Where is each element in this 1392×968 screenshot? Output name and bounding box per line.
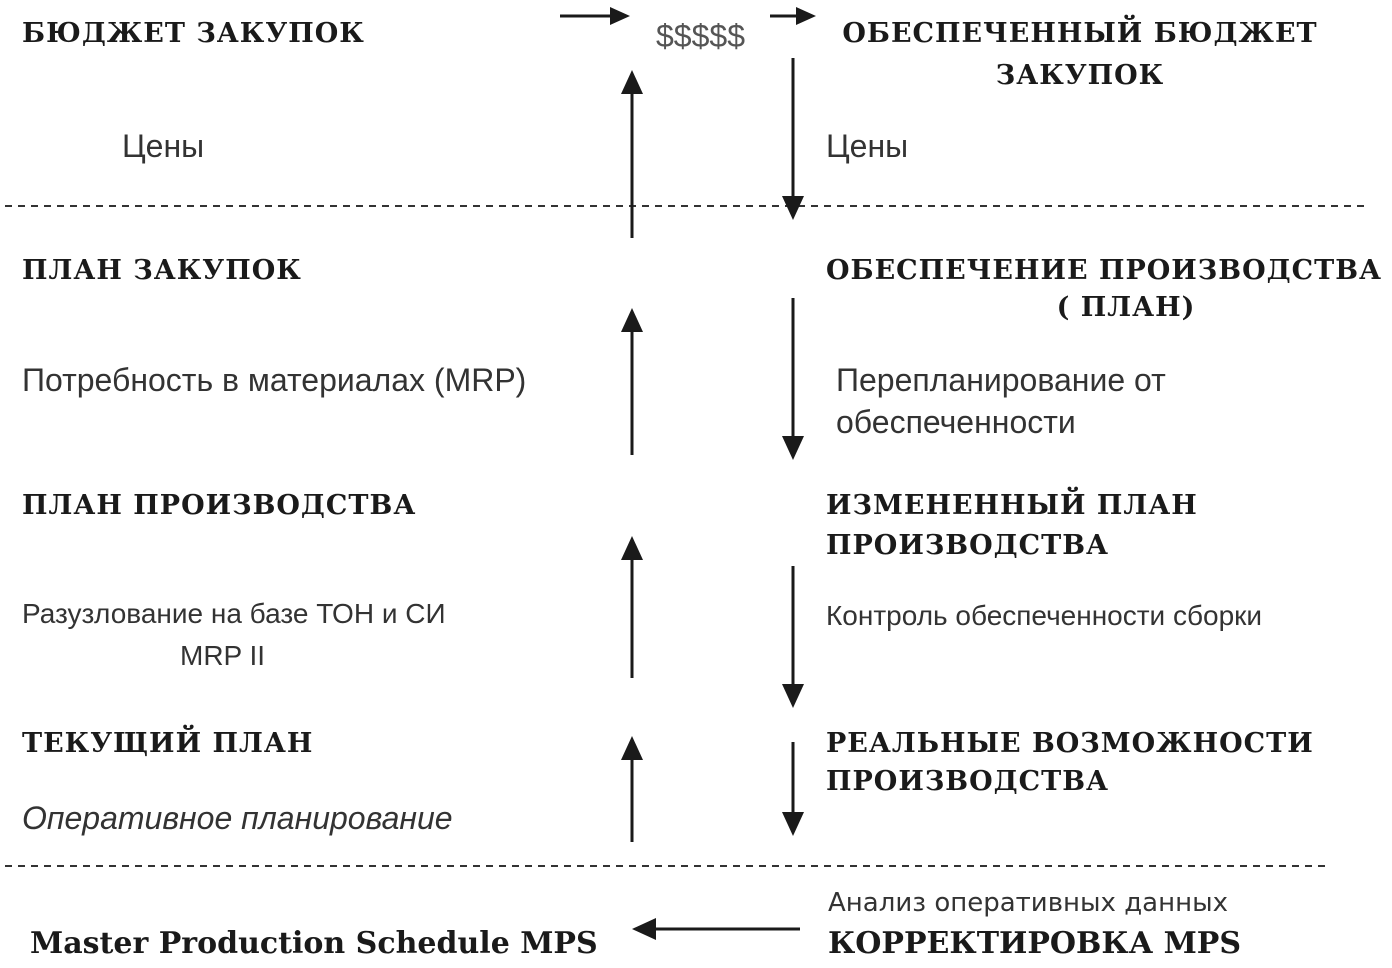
arrow-up-1 [621, 70, 643, 238]
modified-plan-title-line2: ПРОИЗВОДСТВА [826, 530, 1110, 561]
arrow-down-4 [782, 742, 804, 836]
modified-plan-title-line1: ИЗМЕНЕННЫЙ ПЛАН [826, 490, 1198, 521]
arrow-down-3 [782, 566, 804, 708]
prices-label-right: Цены [826, 128, 909, 164]
explosion-label-line2: MRP II [180, 640, 266, 671]
money-symbol: $$$$$ [656, 18, 745, 54]
production-supply-title-line1: ОБЕСПЕЧЕНИЕ ПРОИЗВОДСТВА [826, 255, 1383, 286]
mrp-requirements-label: Потребность в материалах (MRP) [22, 362, 527, 398]
purchase-budget-title: БЮДЖЕТ ЗАКУПОК [22, 18, 365, 49]
arrow-up-3 [621, 536, 643, 678]
current-plan-title: ТЕКУЩИЙ ПЛАН [22, 728, 314, 759]
production-supply-title-line2: ( ПЛАН) [1056, 292, 1196, 323]
arrow-up-4 [621, 736, 643, 842]
secured-budget-title-line1: ОБЕСПЕЧЕННЫЙ БЮДЖЕТ [842, 18, 1318, 49]
purchase-plan-title: ПЛАН ЗАКУПОК [22, 255, 302, 286]
real-capabilities-title-line1: РЕАЛЬНЫЕ ВОЗМОЖНОСТИ [826, 728, 1314, 759]
arrow-left-bottom [632, 918, 800, 940]
assembly-control-label: Контроль обеспеченности сборки [826, 600, 1263, 631]
explosion-label-line1: Разузлование на базе ТОН и СИ [22, 598, 446, 629]
prices-label-left: Цены [122, 128, 205, 164]
operational-analysis-label: Анализ оперативных данных [828, 888, 1229, 918]
arrow-down-1 [782, 58, 804, 220]
replanning-label-line2: обеспеченности [836, 404, 1076, 440]
real-capabilities-title-line2: ПРОИЗВОДСТВА [826, 766, 1110, 797]
replanning-label-line1: Перепланирование от [836, 362, 1166, 398]
arrow-right-top-right [770, 7, 816, 25]
mps-correction-title: КОРРЕКТИРОВКА MPS [828, 926, 1242, 961]
production-plan-title: ПЛАН ПРОИЗВОДСТВА [22, 490, 417, 521]
arrow-up-2 [621, 308, 643, 455]
secured-budget-title-line2: ЗАКУПОК [995, 60, 1165, 91]
mps-title: Master Production Schedule MPS [30, 926, 598, 961]
arrow-right-top-left [560, 7, 630, 25]
operational-planning-label: Оперативное планирование [22, 800, 453, 836]
arrow-down-2 [782, 298, 804, 460]
